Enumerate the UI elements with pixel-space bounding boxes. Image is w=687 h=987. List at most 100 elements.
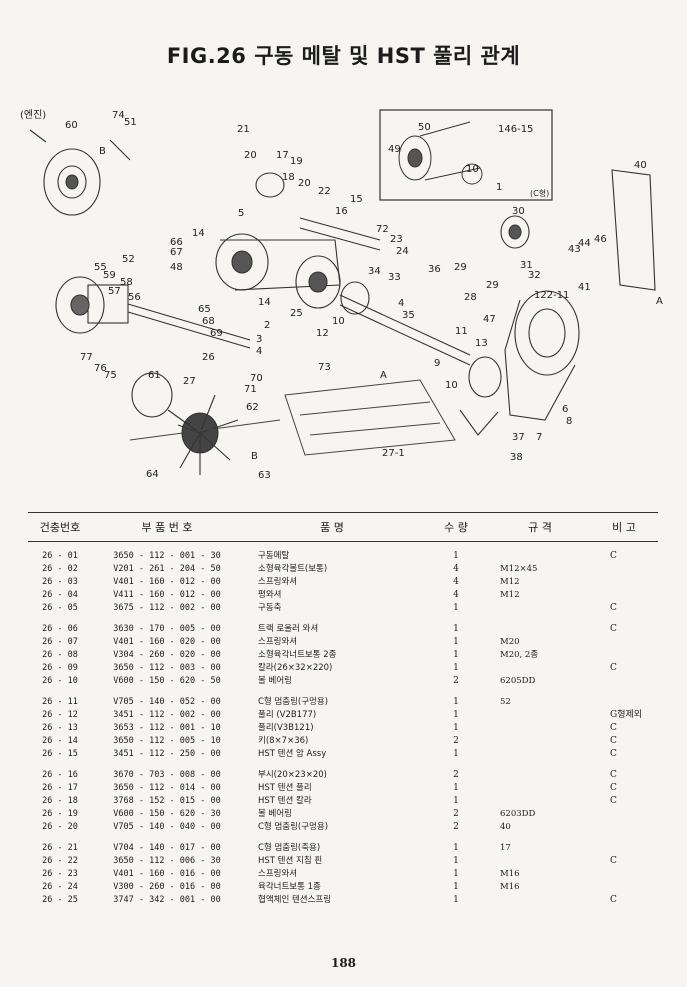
part-name: 스프링와셔 [258,577,298,587]
quantity: 1 [453,783,459,793]
quantity: 1 [453,895,459,905]
remarks [590,649,658,662]
part-name: 볼 베어링 [258,809,292,819]
part-number: V401 - 160 - 012 - 00 [113,577,221,587]
callout: 56 [128,292,141,303]
callout-c-type: (C형) [530,189,549,198]
remarks: C [610,723,617,733]
callout: 52 [122,254,135,265]
callout: 5 [238,208,244,219]
spec: M12 [500,577,520,587]
part-name: C형 멈춤링(구멍용) [258,697,329,707]
callout: 31 [520,260,533,271]
callout: 72 [376,224,389,235]
header-part-name: 품 명 [320,521,344,534]
header-spec: 규 격 [528,521,552,534]
callout: 55 [94,262,107,273]
callout: 14 [258,297,271,308]
spec: 17 [500,843,511,853]
part-number: V705 - 140 - 052 - 00 [113,697,221,707]
callout: 49 [388,144,401,155]
callout: 44 [578,238,591,249]
callout: 27-1 [382,448,405,459]
part-name: 부시(20×23×20) [258,770,327,780]
callout-a: A [656,296,663,307]
callout: 3 [256,334,262,345]
part-name: 키(8×7×36) [258,736,309,746]
spec: M12×45 [500,564,538,574]
callout: 64 [146,469,159,480]
part-name: 협액체인 텐션스프링 [258,895,332,905]
callout: 61 [148,370,161,381]
callout: 30 [512,206,525,217]
quantity: 1 [453,650,459,660]
quantity: 1 [453,710,459,720]
spec [490,735,590,748]
inset-box [379,109,553,201]
upper-pulleys-drawing [215,172,381,309]
callout: 68 [202,316,215,327]
quantity: 1 [453,843,459,853]
part-number: 3650 - 112 - 006 - 30 [113,856,221,866]
part-name: HST 텐션 지침 핀 [258,856,323,866]
part-name: HST 텐션 칼라 [258,796,312,806]
spec: M16 [500,869,520,879]
spec: 6205DD [500,676,536,686]
part-number: 3747 - 342 - 001 - 00 [113,895,221,905]
ref-no: 26 - 16 [42,770,78,780]
callout: 13 [475,338,488,349]
diagram-svg: (엔진) 60 74 51 B 21 20 17 19 18 20 22 15 … [20,109,663,481]
parts-table-header: 건충번호 부 품 번 호 품 명 수 량 규 격 비 고 [28,512,658,542]
callout: 12 [316,328,329,339]
spec: M16 [500,882,520,892]
fan-drawing [131,372,239,475]
part-name: 스프링와셔 [258,637,298,647]
spec: 52 [500,697,511,707]
part-number: 3451 - 112 - 250 - 00 [113,749,221,759]
callout: 1 [496,182,502,193]
quantity: 1 [453,882,459,892]
callout: 7 [536,432,542,443]
callout: 20 [244,150,257,161]
spec [490,769,590,782]
engine-flange-drawing [29,129,131,216]
part-name: 풀리 (V2B177) [258,710,317,720]
part-name: 구동메탈 [258,551,290,561]
callout: 11 [455,326,468,337]
quantity: 1 [453,663,459,673]
remarks: C [610,551,617,561]
callout: 50 [418,122,431,133]
part-number: V201 - 261 - 204 - 50 [113,564,221,574]
callout: 23 [390,234,403,245]
callout: 26 [202,352,215,363]
remarks [590,675,658,688]
frame-drawing [129,379,456,456]
spec [490,782,590,795]
part-name: HST 텐션 풀리 [258,783,312,793]
callout: 66 [170,237,183,248]
ref-no: 26 - 03 [42,577,78,587]
callout: 29 [454,262,467,273]
callout: 36 [428,264,441,275]
callout: 17 [276,150,289,161]
remarks: C [610,603,617,613]
callout: 6 [562,404,568,415]
callout-labels: (엔진) 60 74 51 B 21 20 17 19 18 20 22 15 … [20,109,663,481]
quantity: 2 [453,809,459,819]
callout: 15 [350,194,363,205]
callout: 20 [298,178,311,189]
